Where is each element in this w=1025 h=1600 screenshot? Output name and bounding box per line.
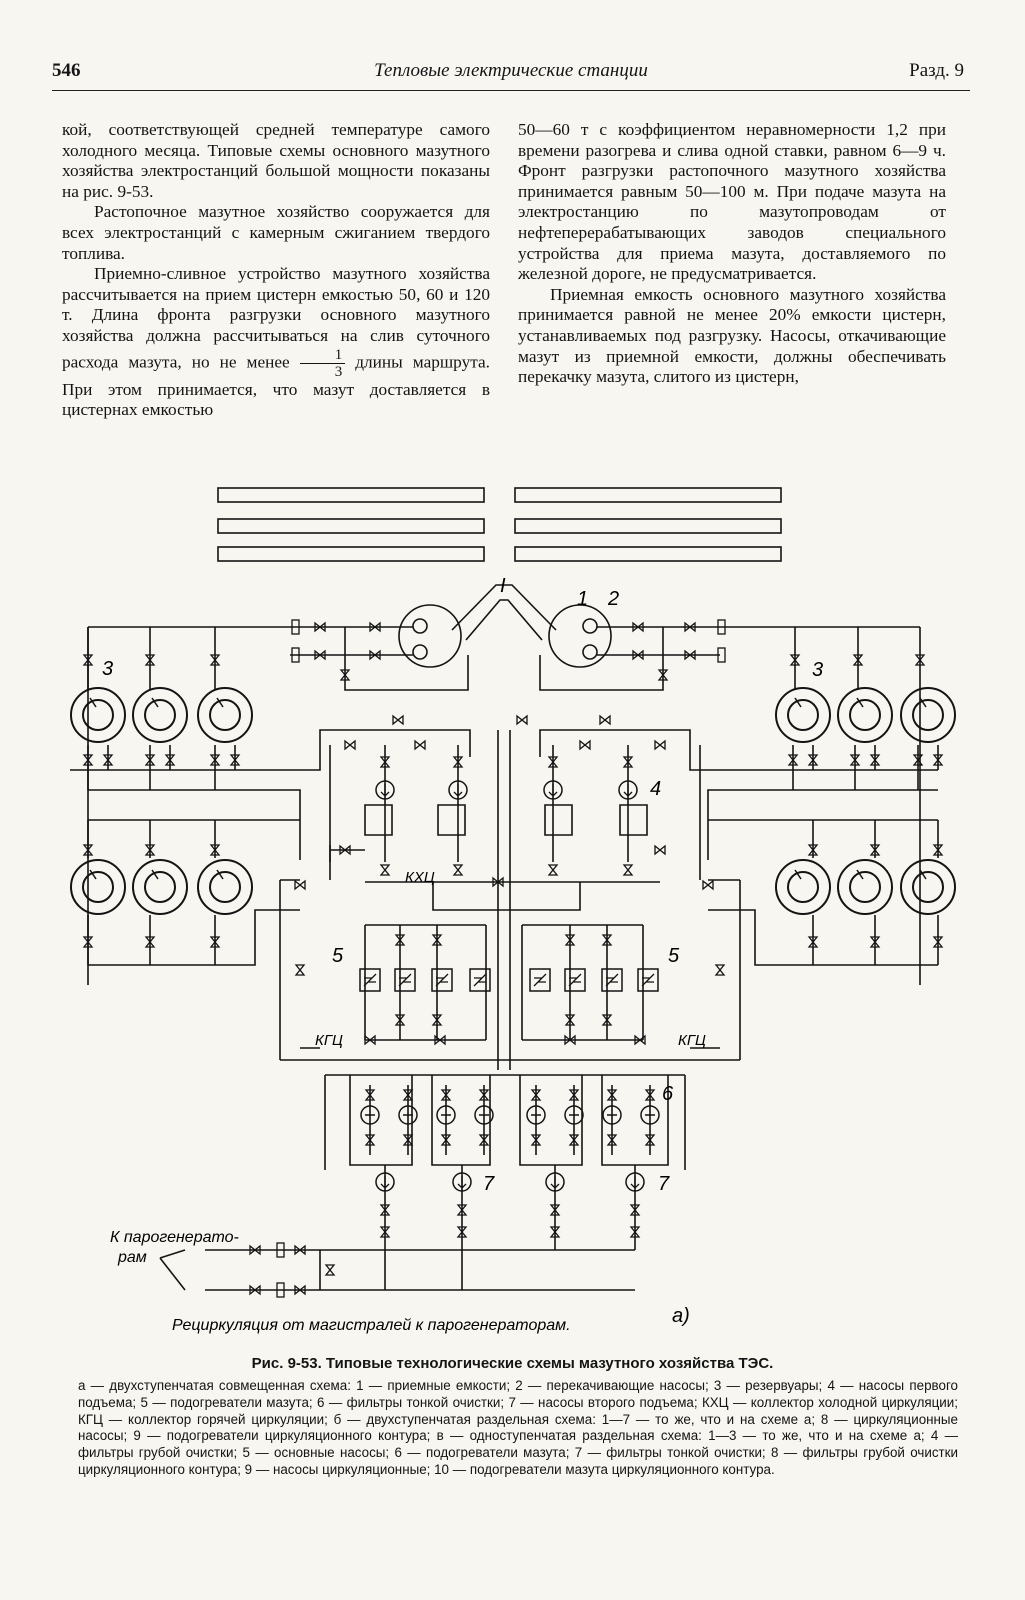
page-header: 546 Тепловые электрические станции Разд.… [52,60,970,91]
label-3-right: 3 [812,659,823,681]
label-hot-collector-right: КГЦ [678,1032,706,1049]
label-3-left: 3 [102,658,113,680]
label-7-right: 7 [658,1173,670,1195]
page-number: 546 [52,60,81,81]
label-6: 6 [662,1083,674,1105]
label-7-left: 7 [483,1173,495,1195]
label-1: 1 [577,588,588,610]
paragraph-text: Приемно-сливное устройство мазутного хоз… [62,264,490,371]
label-recirculation: Рециркуляция от магистралей к парогенера… [172,1317,571,1334]
paragraph: Приемная емкость основного мазутного хоз… [518,284,946,387]
figure-caption-title: Рис. 9-53. Типовые технологические схемы… [251,1355,774,1372]
fraction-denominator: 3 [334,363,343,380]
paragraph: Растопочное мазутное хозяйство сооружает… [62,202,490,263]
fraction-numerator: 1 [299,347,346,364]
left-column: кой, соответствующей средней температуре… [62,120,490,421]
label-receiving-tanks: I [500,575,506,597]
label-2: 2 [607,588,619,610]
label-5-left: 5 [332,945,344,967]
section-label: Разд. 9 [909,60,964,81]
figure-legend: а — двухступенчатая совмещенная схема: 1… [78,1378,958,1477]
fuel-oil-scheme-diagram: I 1 2 3 3 4 5 5 6 7 7 КХЦ КГЦ КГЦ К паро… [70,487,956,1334]
running-title: Тепловые электрические станции [374,60,648,81]
paragraph: 50—60 т с коэффициентом неравномерности … [518,120,946,284]
paragraph-text: длины маршрута. При этом принимается, чт… [62,352,490,420]
panel-letter: а) [672,1305,690,1327]
label-to-steam-generators-1: К парогенерато- [110,1229,239,1246]
label-5-right: 5 [668,945,680,967]
label-to-steam-generators-2: рам [117,1249,147,1266]
paragraph: кой, соответствующей средней температуре… [62,120,490,201]
label-hot-collector-left: КГЦ [315,1032,343,1049]
label-cold-collector: КХЦ [405,869,435,886]
label-4: 4 [650,778,661,800]
right-column: 50—60 т с коэффициентом неравномерности … [518,120,946,388]
paragraph: Приемно-сливное устройство мазутного хоз… [62,264,490,421]
